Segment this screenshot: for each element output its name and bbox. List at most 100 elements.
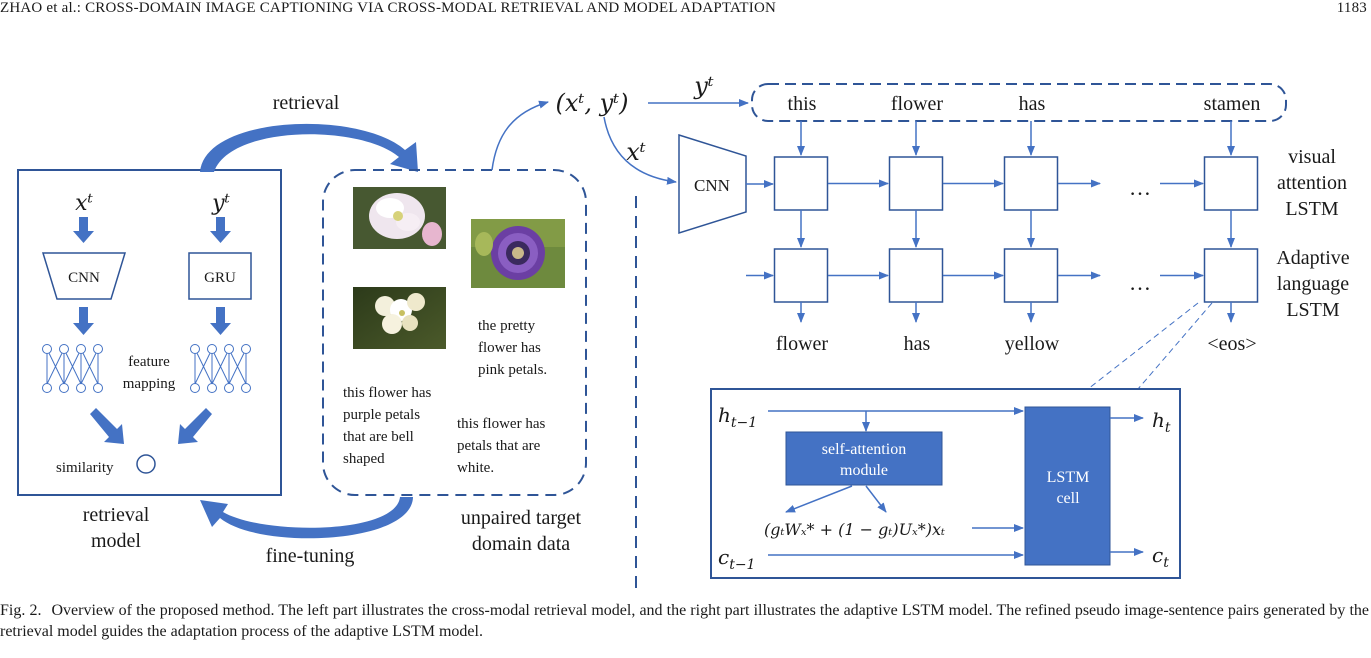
net-edge xyxy=(194,348,213,385)
gate-arrow-left xyxy=(785,485,853,513)
net-node xyxy=(224,383,234,393)
adaptive-formula: (gₜWₓ* + (1 − gₜ)Uₓ*)xₜ xyxy=(764,520,945,539)
lstm-unit xyxy=(1203,156,1259,211)
yt-symbol: yᵗ xyxy=(211,191,230,216)
caption-purple: this flower has purple petals that are b… xyxy=(343,385,431,467)
method-overview-figure: xᵗ yᵗ CNN GRU feature mapping xyxy=(17,72,1350,592)
visual-label-3: LSTM xyxy=(1285,198,1339,220)
retrieval-model-panel: xᵗ yᵗ CNN GRU feature mapping xyxy=(17,169,282,552)
net-node xyxy=(190,383,200,393)
input-word-stamen: stamen xyxy=(1204,93,1261,115)
output-word-has: has xyxy=(904,333,931,355)
white-flower-photo xyxy=(353,187,446,249)
similarity-node xyxy=(136,454,156,474)
pair-label: (xᵗ, yᵗ) xyxy=(556,89,629,117)
c-prev-label: ct−1 xyxy=(718,545,755,573)
self-attention-label-1: self-attention xyxy=(822,441,906,458)
caption-line: this flower has xyxy=(343,385,431,401)
cnn-encoder xyxy=(678,133,747,235)
net-node xyxy=(59,344,69,354)
adaptive-label-3: LSTM xyxy=(1286,299,1340,321)
xt-symbol: xᵗ xyxy=(75,191,93,216)
target-data-label-2: domain data xyxy=(472,533,570,555)
net-edge xyxy=(228,348,247,385)
net-node xyxy=(207,383,217,393)
caption-line: flower has xyxy=(478,340,541,356)
caption-pretty: the pretty flower has pink petals. xyxy=(478,318,547,378)
c-out-label: ct xyxy=(1152,543,1169,571)
purple-flower-photo xyxy=(471,219,565,288)
cnn-encoder-label: CNN xyxy=(694,176,730,195)
feature-mapping-label-1: feature xyxy=(128,354,170,370)
zoom-line-right xyxy=(1137,302,1213,390)
xt-arrow-label: xᵗ xyxy=(626,138,646,166)
running-header: ZHAO et al.: CROSS-DOMAIN IMAGE CAPTIONI… xyxy=(0,0,777,16)
net-edge xyxy=(211,348,230,385)
caption-line: pink petals. xyxy=(478,362,547,378)
adaptive-cell-detail: ht−1 self-attention module (gₜWₓ* + (1 −… xyxy=(710,388,1181,579)
finetuning-curved-arrow xyxy=(200,497,413,539)
similarity-label: similarity xyxy=(56,460,114,476)
caption-white: this flower has petals that are white. xyxy=(457,416,545,476)
cnn-label: CNN xyxy=(68,270,100,286)
down-arrow-icon xyxy=(73,217,231,335)
net-node xyxy=(241,344,251,354)
adaptive-label-2: language xyxy=(1277,273,1349,295)
lstm-unit xyxy=(888,156,944,211)
feature-mapping-network-right xyxy=(190,344,251,393)
lstm-grid xyxy=(746,121,1259,323)
feature-mapping-network-left xyxy=(42,344,103,393)
net-node xyxy=(190,344,200,354)
caption-line: that are bell xyxy=(343,429,414,445)
net-node xyxy=(224,344,234,354)
figure-caption-text: Overview of the proposed method. The lef… xyxy=(0,602,1370,640)
net-edge xyxy=(46,348,65,385)
adaptive-label-1: Adaptive xyxy=(1276,247,1349,269)
lstm-unit xyxy=(773,156,829,211)
retrieval-model-label-1: retrieval xyxy=(83,504,150,526)
input-sentence-box xyxy=(751,83,1287,122)
visual-label-2: attention xyxy=(1277,172,1347,194)
figure-caption: Fig. 2.Overview of the proposed method. … xyxy=(0,600,1369,642)
lstm-cell-label-2: cell xyxy=(1056,490,1080,507)
caption-line: shaped xyxy=(343,451,385,467)
lstm-unit xyxy=(1203,248,1259,303)
caption-line: the pretty xyxy=(478,318,536,334)
target-data-label-1: unpaired target xyxy=(461,507,582,529)
self-attention-label-2: module xyxy=(840,462,888,479)
yt-arrow-label: yᵗ xyxy=(693,72,714,100)
caption-line: this flower has xyxy=(457,416,545,432)
net-node xyxy=(93,344,103,354)
output-word-yellow: yellow xyxy=(1005,333,1060,355)
lstm-cell-label-1: LSTM xyxy=(1047,469,1090,486)
converge-arrow-icon xyxy=(90,408,212,444)
net-node xyxy=(76,344,86,354)
gru-box xyxy=(188,252,252,300)
ellipsis-top: … xyxy=(1129,175,1151,200)
page-number: 1183 xyxy=(1336,0,1367,16)
finetuning-arrow-label: fine-tuning xyxy=(266,545,355,567)
net-edge xyxy=(80,348,99,385)
net-node xyxy=(207,344,217,354)
ellipsis-bottom: … xyxy=(1129,270,1151,295)
feature-mapping-label-2: mapping xyxy=(123,376,176,392)
visual-label-1: visual xyxy=(1288,146,1336,168)
retrieval-curved-arrow xyxy=(200,123,418,172)
retrieval-model-label-2: model xyxy=(91,530,141,552)
lstm-unit xyxy=(1003,248,1059,303)
pair-arrow xyxy=(491,100,549,171)
h-out-label: ht xyxy=(1152,408,1171,436)
gate-arrow-right xyxy=(865,485,887,513)
target-domain-data-panel: the pretty flower has pink petals. this … xyxy=(322,169,587,555)
net-edge xyxy=(63,348,82,385)
output-word-eos: <eos> xyxy=(1207,333,1256,355)
net-node xyxy=(93,383,103,393)
white-petals-photo xyxy=(353,287,446,349)
caption-line: petals that are xyxy=(457,438,541,454)
net-node xyxy=(76,383,86,393)
lstm-unit xyxy=(888,248,944,303)
cnn-trapezoid xyxy=(41,252,127,300)
zoom-line-left xyxy=(1087,302,1199,390)
xt-arrow xyxy=(603,116,677,185)
output-word-flower: flower xyxy=(776,333,829,355)
